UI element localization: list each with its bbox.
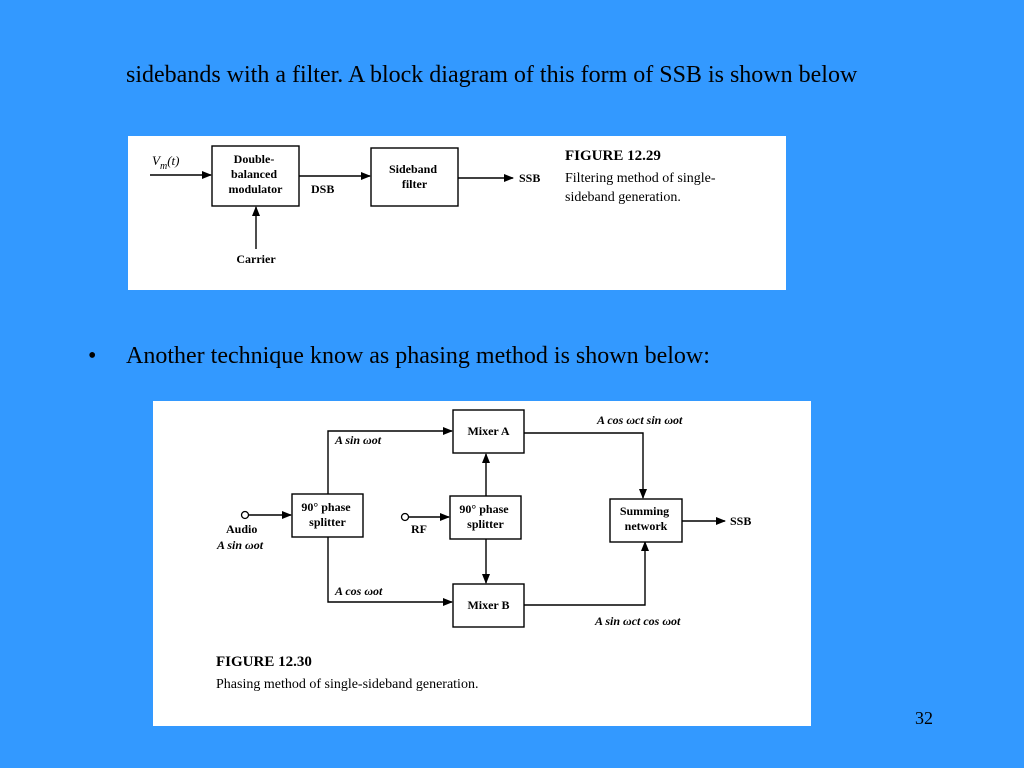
audio-input-terminal [240, 510, 250, 520]
mixer-a-block [452, 409, 525, 454]
mixer-b-to-summing-path [524, 541, 649, 606]
mixer-b-label: Mixer B [467, 598, 509, 612]
figure-1-caption-title: FIGURE 12.29 [565, 148, 661, 164]
audio-phase-splitter-label: 90° phase splitter [301, 500, 353, 529]
bottom-left-signal-label: A cos ωot [334, 584, 383, 598]
rf-label: RF [411, 522, 427, 536]
audio-label: Audio [226, 522, 257, 536]
sideband-filter-label: Sideband filter [389, 162, 440, 191]
cos-path-to-mixer-b [327, 537, 453, 606]
mixer-a-to-summing-path [524, 432, 647, 499]
figure-phasing-method: Audio A sin ωot 90° phase splitter A sin… [153, 401, 811, 726]
figure-2-caption-text: Phasing method of single-sideband genera… [216, 677, 478, 692]
bottom-right-signal-label: A sin ωct cos ωot [594, 614, 681, 628]
rf-phase-splitter-block [449, 495, 522, 540]
figure-filter-method: Vm(t) Double- balanced modulator DSB Sid… [128, 136, 786, 290]
summing-network-block [609, 498, 683, 543]
slide-number: 32 [915, 708, 933, 728]
intro-text: sidebands with a filter. A block diagram… [126, 62, 858, 88]
sideband-filter-block [370, 147, 459, 207]
sin-path-to-mixer-a [327, 427, 453, 494]
ssb-output-label: SSB [519, 171, 540, 185]
ssb-output-label: SSB [730, 514, 751, 528]
audio-signal-label: A sin ωot [216, 538, 264, 552]
figure-2-caption-title: FIGURE 12.30 [216, 654, 312, 670]
figure-1-caption-text: Filtering method of single- sideband gen… [565, 171, 719, 205]
mixer-a-label: Mixer A [467, 424, 509, 438]
dsb-label: DSB [311, 182, 334, 196]
input-signal-label: Vm(t) [152, 153, 179, 172]
bullet-marker: • [88, 343, 97, 369]
carrier-label: Carrier [236, 252, 276, 266]
mixer-b-block [452, 583, 525, 628]
top-left-signal-label: A sin ωot [334, 433, 382, 447]
summing-network-label: Summing network [620, 504, 672, 533]
rf-phase-splitter-label: 90° phase splitter [459, 502, 511, 531]
top-right-signal-label: A cos ωct sin ωot [596, 413, 683, 427]
filter-method-diagram: Vm(t) Double- balanced modulator DSB Sid… [150, 145, 719, 266]
bullet-text: Another technique know as phasing method… [126, 343, 710, 369]
modulator-label: Double- balanced modulator [229, 152, 284, 196]
rf-input-terminal [400, 512, 410, 522]
phasing-method-diagram: Audio A sin ωot 90° phase splitter A sin… [216, 409, 751, 692]
